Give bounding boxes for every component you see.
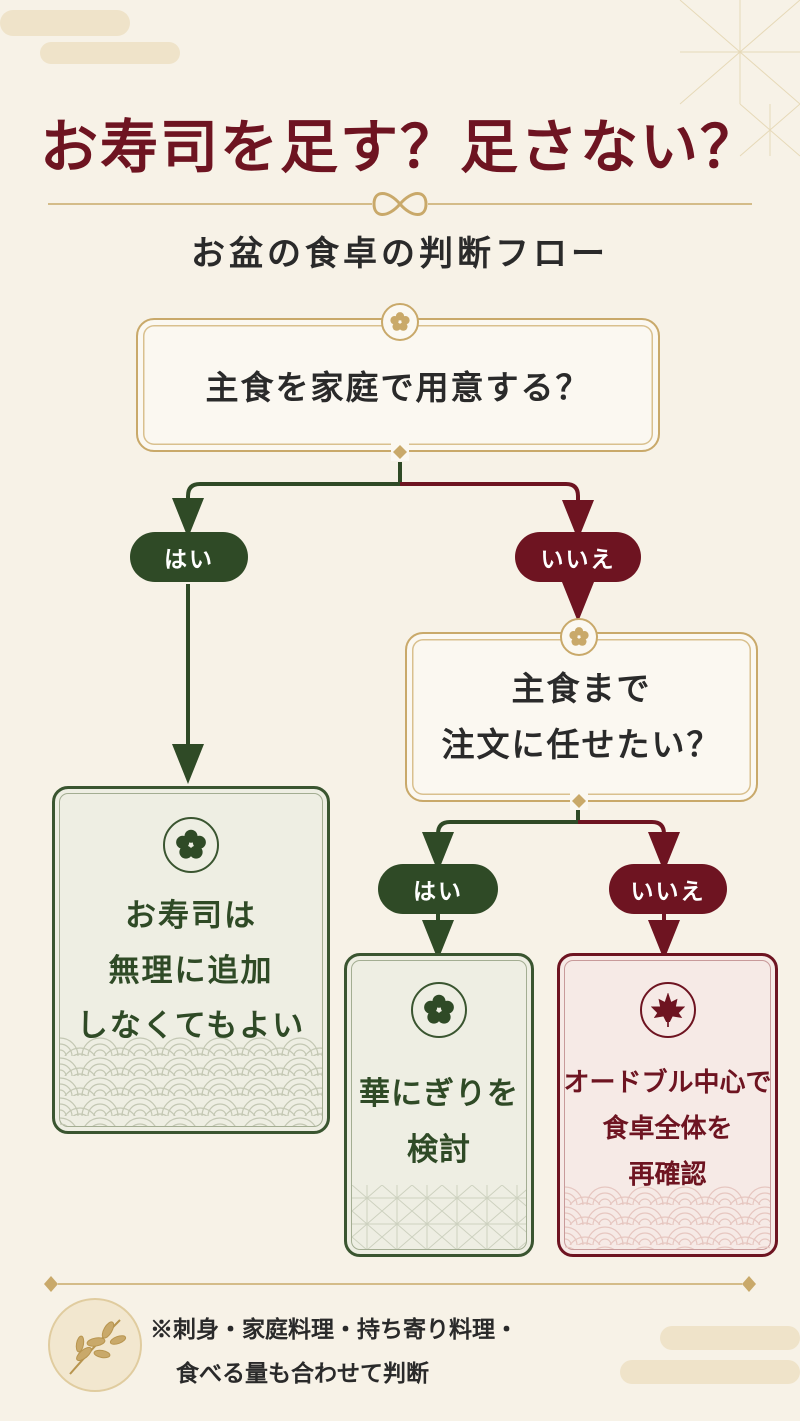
plum-blossom-icon (560, 618, 598, 656)
plum-blossom-icon (163, 817, 219, 873)
seigaiha-wave-decoration (565, 1185, 770, 1249)
plum-blossom-icon (381, 303, 419, 341)
diamond-ornament-icon (391, 443, 409, 461)
maple-leaf-icon (639, 982, 696, 1038)
connector-q1-yes (172, 462, 402, 538)
result-no-sushi-line-3: しなくてもよい (76, 1008, 306, 1044)
result-hors-doeuvre-box: オードブル中心で 食卓全体を 再確認 (557, 953, 778, 1257)
page-title: お寿司を足す？足さない？ (39, 113, 760, 181)
result-hors-doeuvre-line-1: オードブル中心で (563, 1068, 772, 1098)
seigaiha-wave-decoration (60, 1036, 322, 1126)
asanoha-corner-decoration (679, 0, 800, 157)
diamond-ornament-icon (570, 792, 588, 810)
page-subtitle: お盆の食卓の判断フロー (191, 234, 609, 274)
question-2-line-2: 注文に任せたい？ (441, 725, 722, 764)
title-divider (48, 192, 752, 216)
question-2-box: 主食まで 注文に任せたい？ (405, 632, 758, 802)
footer-note-line-1: ※刺身・家庭料理・持ち寄り料理・ (150, 1316, 518, 1343)
result-hana-nigiri-line-2: 検討 (407, 1132, 471, 1168)
footer-divider (44, 1276, 756, 1292)
result-no-sushi-line-1: お寿司は (125, 898, 257, 934)
cloud-decoration (40, 42, 180, 64)
q2-no-pill: いいえ (609, 864, 727, 914)
result-hana-nigiri-line-1: 華にぎりを (359, 1076, 519, 1112)
cloud-decoration (620, 1360, 800, 1384)
q1-yes-pill: はい (130, 532, 248, 582)
question-1-text: 主食を家庭で用意する？ (205, 368, 591, 407)
connector-q1-no (400, 482, 594, 540)
question-2-line-1: 主食まで (511, 669, 652, 708)
knot-icon (372, 192, 428, 216)
cloud-decoration (0, 10, 130, 36)
q2-yes-pill: はい (378, 864, 498, 914)
result-hors-doeuvre-line-2: 食卓全体を (602, 1114, 733, 1144)
connector-q2-yes (422, 810, 580, 872)
result-hors-doeuvre-line-3: 再確認 (628, 1160, 707, 1190)
leaf-branch-icon (48, 1298, 142, 1392)
result-no-sushi-box: お寿司は 無理に追加 しなくてもよい (52, 786, 330, 1134)
asanoha-pattern-decoration (352, 1185, 526, 1249)
connector-q2-no (578, 820, 680, 872)
q1-no-pill: いいえ (515, 532, 641, 582)
cloud-decoration (660, 1326, 800, 1350)
footer-note-line-2: 食べる量も合わせて判断 (176, 1360, 429, 1387)
result-no-sushi-line-2: 無理に追加 (108, 953, 274, 989)
footer-note: ※刺身・家庭料理・持ち寄り料理・ 食べる量も合わせて判断 (150, 1308, 610, 1396)
result-hana-nigiri-box: 華にぎりを 検討 (344, 953, 534, 1257)
plum-blossom-icon (411, 982, 467, 1038)
